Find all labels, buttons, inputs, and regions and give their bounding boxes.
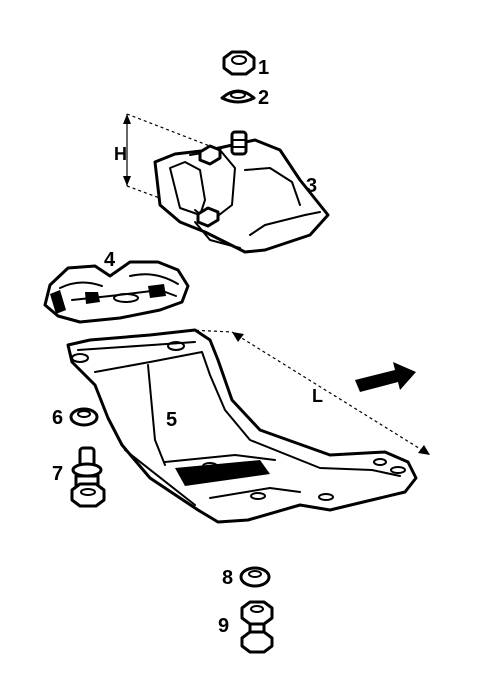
height-dimension — [123, 113, 221, 201]
part-2-washer — [220, 89, 256, 104]
dimension-h-label: H — [114, 144, 127, 164]
part-8-washer — [239, 566, 271, 588]
callout-8: 8 — [222, 567, 233, 589]
arrow-icon — [355, 362, 416, 392]
part-5-crossmember — [66, 328, 418, 524]
callout-7: 7 — [52, 463, 63, 485]
callout-4: 4 — [104, 249, 116, 271]
part-7-bolt — [70, 446, 106, 508]
part-4-rubber-cushion — [43, 260, 190, 324]
part-6-washer — [69, 407, 99, 427]
callout-3: 3 — [306, 175, 317, 197]
callout-5: 5 — [166, 409, 177, 431]
dimension-l-label: L — [312, 386, 323, 406]
part-9-bolt — [240, 600, 274, 654]
callout-9: 9 — [218, 615, 229, 637]
callout-1: 1 — [258, 57, 269, 79]
part-1-nut — [222, 50, 256, 76]
part-3-mount-bracket — [153, 130, 330, 254]
callout-2: 2 — [258, 87, 269, 109]
callout-6: 6 — [52, 407, 63, 429]
